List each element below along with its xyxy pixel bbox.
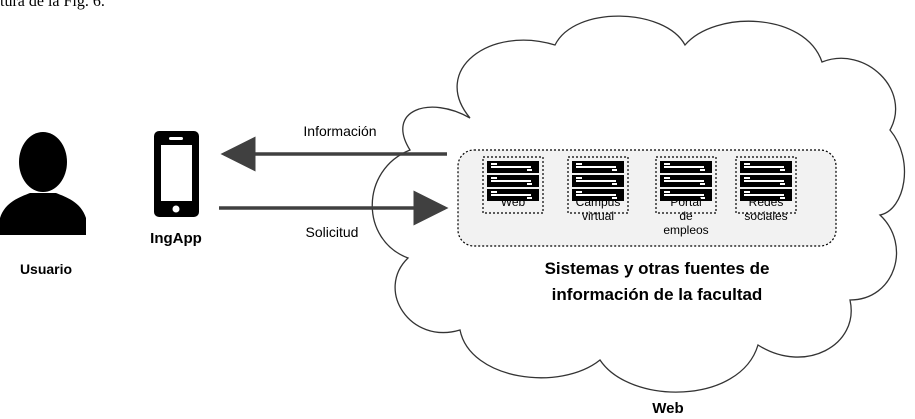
cloud-label: Web (652, 400, 683, 417)
system-label: empleos (663, 223, 708, 237)
server-icon (735, 156, 797, 214)
system-label: Portal (670, 195, 701, 209)
system-label: virtual (582, 209, 614, 223)
header-fragment: tura de la Fig. 6. (0, 0, 105, 10)
system-label: de (679, 209, 693, 223)
group-caption-line-1: Sistemas y otras fuentes de (545, 259, 770, 278)
user-icon (0, 132, 86, 235)
request-label: Solicitud (306, 224, 359, 240)
server-icon (567, 156, 629, 214)
server-icon (482, 156, 544, 214)
system-label: Redes (749, 195, 784, 209)
user-label: Usuario (20, 261, 72, 277)
system-label: Campus (576, 195, 621, 209)
app-label: IngApp (150, 230, 202, 247)
server-icon (655, 156, 717, 214)
smartphone-icon (154, 131, 199, 217)
systems-panel (457, 149, 837, 247)
information-label: Información (303, 123, 376, 139)
group-caption-line-2: información de la facultad (552, 285, 763, 304)
system-label: Web (501, 195, 526, 209)
system-label: sociales (744, 209, 787, 223)
